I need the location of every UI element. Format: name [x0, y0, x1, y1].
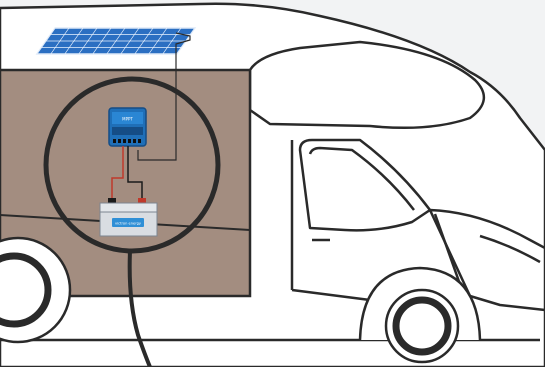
- overcab: [250, 42, 484, 128]
- battery-label-text: victron energy: [115, 222, 142, 226]
- solar-panel-icon: [37, 28, 195, 54]
- controller-text: MPPT: [122, 117, 133, 122]
- battery-icon: victron energy: [100, 198, 157, 236]
- charge-controller-icon: MPPT: [109, 108, 146, 146]
